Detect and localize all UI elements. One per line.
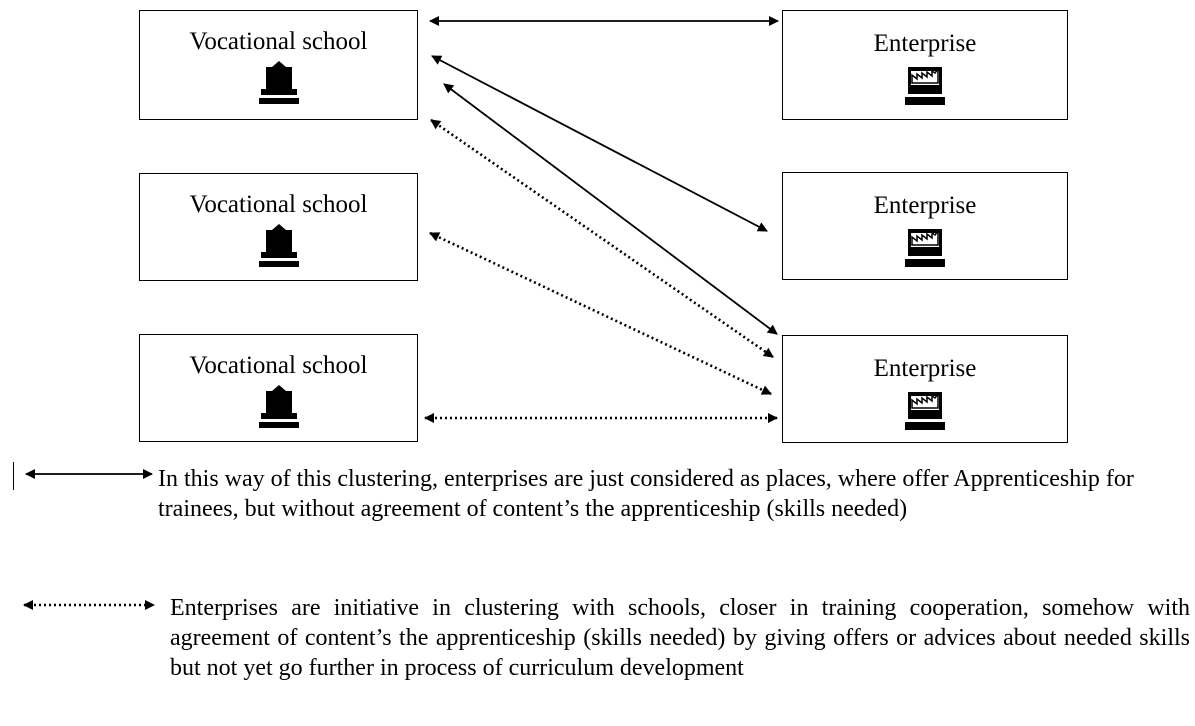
factory-icon: [905, 61, 945, 107]
legend-edge-mark: [13, 462, 14, 490]
connector-school2-enterprise3-dotted: [429, 231, 772, 396]
factory-icon: [905, 223, 945, 269]
vocational-school-box-1: Vocational school: [139, 10, 418, 120]
school-building-icon: [258, 59, 299, 105]
factory-icon: [905, 386, 945, 432]
enterprise-label-3: Enterprise: [873, 355, 977, 382]
connector-school1-enterprise2-solid: [431, 55, 768, 232]
legend-dotted-arrow-icon: [23, 600, 155, 610]
enterprise-box-1: Enterprise: [782, 10, 1068, 120]
legend-dotted-description: Enterprises are initiative in clustering…: [170, 595, 1190, 681]
connector-school1-enterprise3-solid: [443, 83, 778, 335]
enterprise-label-1: Enterprise: [873, 30, 977, 57]
enterprise-box-3: Enterprise: [782, 335, 1068, 443]
legend-solid-arrow-icon: [25, 469, 153, 479]
vocational-school-label-1: Vocational school: [189, 28, 368, 55]
legend-solid-description: In this way of this clustering, enterpri…: [158, 466, 1134, 522]
connector-school1-enterprise3-dotted: [430, 118, 774, 359]
school-building-icon: [258, 383, 299, 429]
enterprise-box-2: Enterprise: [782, 172, 1068, 280]
vocational-school-label-3: Vocational school: [189, 352, 368, 379]
vocational-school-box-3: Vocational school: [139, 334, 418, 442]
enterprise-label-2: Enterprise: [873, 192, 977, 219]
school-building-icon: [258, 222, 299, 268]
vocational-school-box-2: Vocational school: [139, 173, 418, 281]
vocational-school-label-2: Vocational school: [189, 191, 368, 218]
